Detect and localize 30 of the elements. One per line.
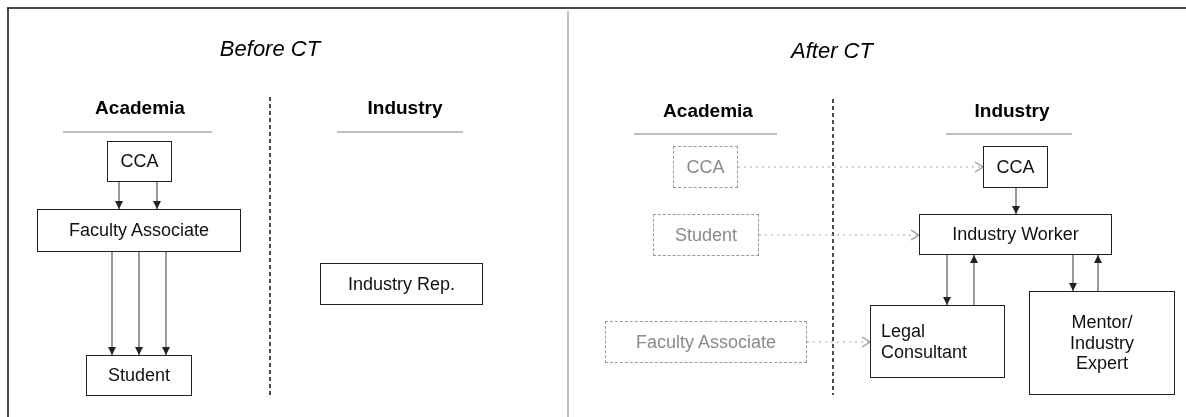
dotted-arrow: [806, 336, 871, 348]
arrow: [1069, 254, 1077, 292]
faded-box: Student: [653, 214, 759, 256]
process-box: CCA: [107, 141, 172, 182]
process-box: Mentor/ Industry Expert: [1029, 291, 1175, 395]
process-box: Faculty Associate: [37, 209, 241, 252]
column-heading: Academia: [663, 100, 753, 122]
arrow: [162, 251, 170, 356]
process-box: Industry Worker: [919, 214, 1112, 255]
arrow: [1094, 254, 1102, 292]
process-box: CCA: [983, 146, 1048, 188]
column-heading: Industry: [367, 97, 443, 119]
panel-title: Before CT: [219, 36, 321, 62]
arrow: [108, 251, 116, 356]
dotted-arrow: [758, 229, 920, 241]
column-heading: Academia: [95, 97, 185, 119]
arrow: [1012, 187, 1020, 215]
process-box: Legal Consultant: [870, 305, 1005, 378]
process-box: Student: [86, 355, 192, 396]
arrow: [115, 181, 123, 210]
arrow: [153, 181, 161, 210]
dotted-arrow: [737, 161, 984, 173]
arrow: [943, 254, 951, 306]
panel-title: After CT: [791, 38, 873, 64]
column-heading: Industry: [974, 100, 1050, 122]
faded-box: CCA: [673, 146, 738, 188]
process-box: Industry Rep.: [320, 263, 483, 305]
faded-box: Faculty Associate: [605, 321, 807, 363]
arrow: [135, 251, 143, 356]
arrow: [970, 254, 978, 306]
